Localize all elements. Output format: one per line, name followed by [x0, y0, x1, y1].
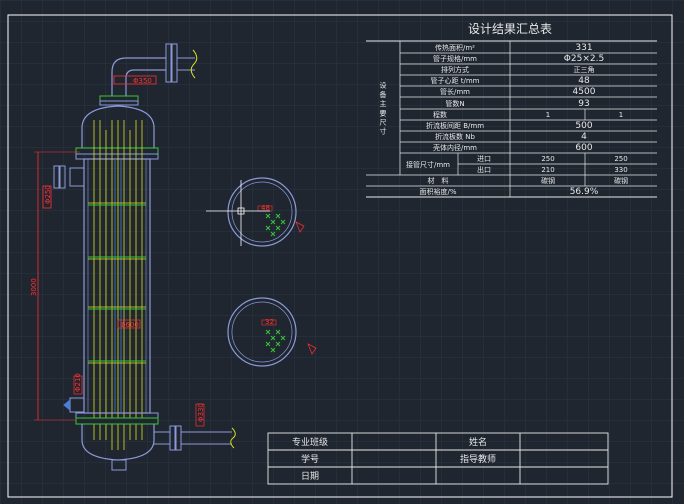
drawing-border — [7, 14, 673, 498]
margin-label: 面积裕度/% — [419, 187, 456, 196]
section-view-2[interactable]: 32 — [227, 297, 317, 367]
section2-dim: 32 — [265, 318, 274, 326]
row-label: 排列方式 — [441, 65, 469, 74]
title-block-text: 专业班级 姓名 学号 指导教师 日期 — [292, 436, 496, 482]
table-side-label: 设 备 主 要 尺 寸 — [379, 81, 387, 135]
row-value: 600 — [575, 143, 592, 153]
title-block[interactable] — [267, 432, 609, 485]
row-label: 管子心距 t/mm — [431, 76, 480, 85]
row-value-left: 1 — [546, 111, 550, 119]
dim-mid: Φ600 — [120, 321, 139, 329]
nozzle-outlet-right: 330 — [614, 166, 627, 174]
row-label: 管子规格/mm — [433, 54, 477, 63]
nozzle-inlet-right: 250 — [614, 155, 627, 163]
row-value: 331 — [575, 43, 592, 53]
material-label: 材 料 — [428, 176, 449, 185]
name-label: 姓名 — [469, 436, 487, 448]
row-label: 折流板间距 B/mm — [426, 121, 484, 130]
date-label: 日期 — [301, 471, 319, 482]
row-value: 500 — [575, 121, 592, 131]
row-label: 传热面积/m² — [435, 43, 475, 52]
row-label: 管数N — [445, 99, 464, 108]
dim-bottom-nozzle: Φ330 — [197, 403, 205, 422]
margin-value: 56.9% — [570, 187, 599, 197]
row-label: 壳体内径/mm — [433, 143, 477, 152]
row-label: 管长/mm — [440, 87, 470, 96]
major-class-label: 专业班级 — [292, 436, 328, 448]
row-value: 4 — [581, 132, 587, 142]
row-label: 折流板数 Nb — [435, 132, 475, 141]
advisor-label: 指导教师 — [460, 453, 496, 465]
material-right: 碳钢 — [614, 176, 628, 185]
dim-lower-nozzle: Φ210 — [74, 373, 82, 392]
student-id-label: 学号 — [301, 453, 319, 465]
nozzle-inlet-left: 250 — [541, 155, 554, 163]
dim-top-pipe: Φ350 — [133, 77, 152, 85]
nozzle-inlet-label: 进口 — [477, 155, 491, 163]
row-label: 程数 — [433, 110, 447, 119]
cursor-crosshair — [237, 207, 245, 215]
section-view-1[interactable]: 48 — [206, 177, 305, 247]
table-title: 设计结果汇总表 — [468, 22, 552, 36]
dim-side-nozzle: Φ250 — [44, 185, 52, 204]
row-value: 48 — [578, 76, 590, 86]
heat-exchanger-vessel[interactable]: Φ350 — [30, 43, 236, 471]
table-text: 设 备 主 要 尺 寸 传热面积/m² 331 管子规格/mm Φ25×2.5 … — [379, 43, 628, 197]
nozzle-label: 接管尺寸/mm — [406, 160, 450, 169]
material-left: 碳钢 — [541, 176, 555, 185]
dim-shell-height: 3000 — [30, 278, 38, 296]
section1-dim: 48 — [261, 204, 270, 212]
row-value: Φ25×2.5 — [564, 54, 604, 64]
nozzle-outlet-left: 210 — [541, 166, 554, 174]
design-summary-table[interactable]: 设计结果汇总表 — [366, 22, 657, 198]
row-value: 正三角 — [574, 65, 595, 74]
row-value: 4500 — [573, 87, 596, 97]
row-value-right: 1 — [619, 111, 623, 119]
row-value: 93 — [578, 99, 589, 109]
nozzle-outlet-label: 出口 — [477, 165, 491, 174]
